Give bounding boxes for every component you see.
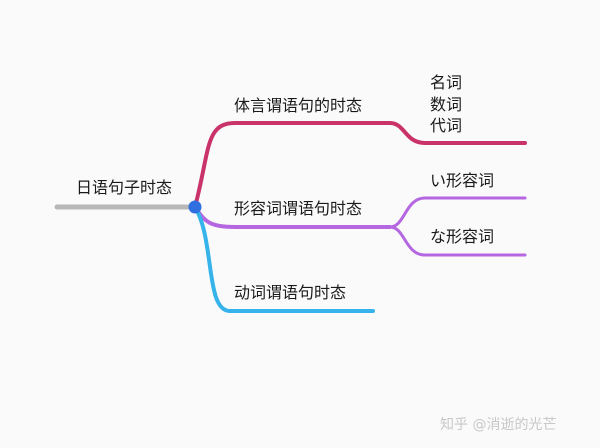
root-node-dot[interactable] xyxy=(188,200,202,214)
branch-label-dongci[interactable]: 动词谓语句时态 xyxy=(234,283,347,302)
sub-connector-na-adjective xyxy=(388,225,527,257)
branch-connector-tiyan xyxy=(193,121,527,209)
leaf-label-noun[interactable]: 名词 xyxy=(430,73,463,92)
branch-label-tiyan[interactable]: 体言谓语句的时态 xyxy=(234,96,363,115)
branch-connector-dongci xyxy=(193,205,375,313)
leaf-label-i-adjective[interactable]: い形容词 xyxy=(430,171,495,190)
leaf-label-pronoun[interactable]: 代词 xyxy=(430,116,463,135)
branch-label-xingrongci[interactable]: 形容词谓语句时态 xyxy=(234,199,363,218)
leaf-label-na-adjective[interactable]: な形容词 xyxy=(430,227,495,246)
watermark: 知乎 @消逝的光芒 xyxy=(440,417,557,433)
sub-connector-i-adjective xyxy=(388,196,527,229)
leaf-label-numeral[interactable]: 数词 xyxy=(430,95,463,114)
root-label[interactable]: 日语句子时态 xyxy=(76,178,173,197)
